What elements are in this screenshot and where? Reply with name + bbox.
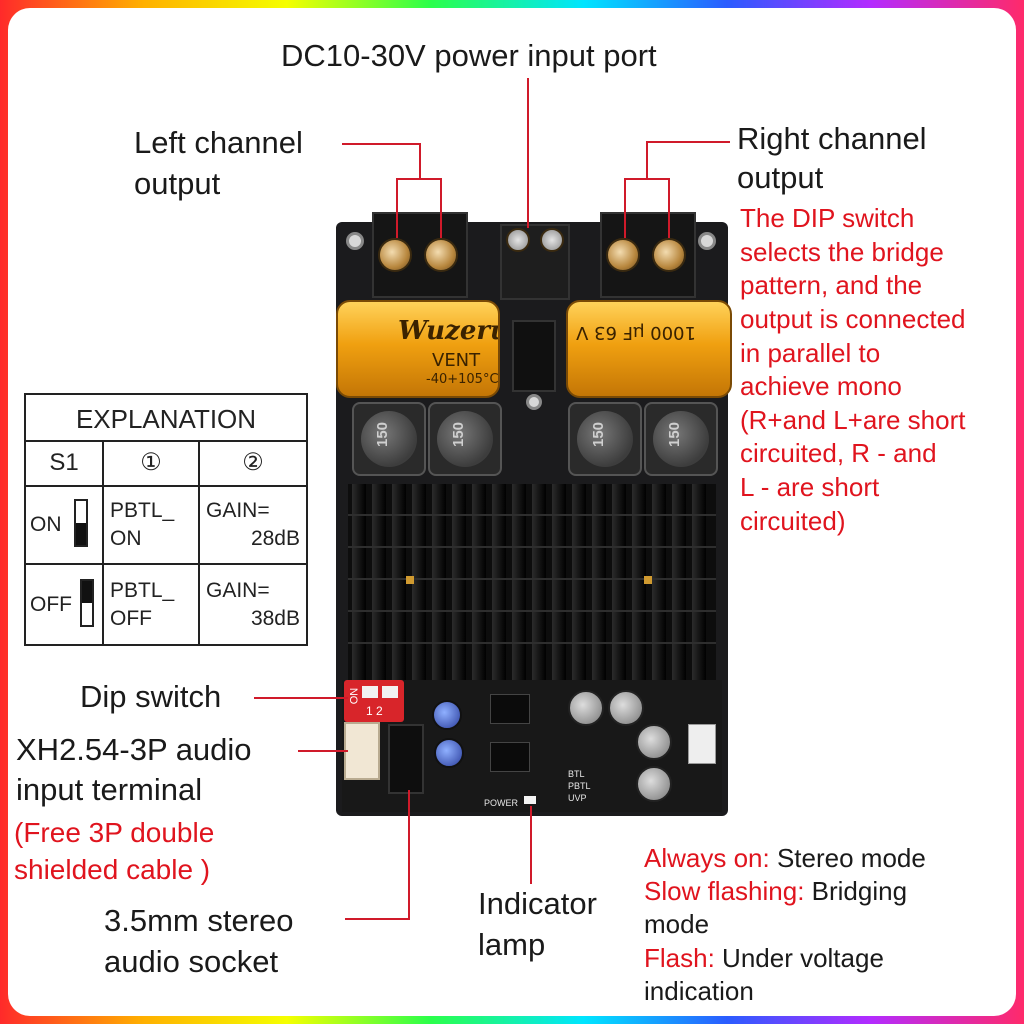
heatsink [348, 484, 716, 680]
screw-icon [652, 238, 686, 272]
power-input-label: DC10-30V power input port [281, 38, 657, 73]
dip-switch[interactable]: ON 1 2 [344, 680, 404, 722]
indicator-led [524, 796, 536, 804]
dip-note-line: (R+and L+are short [740, 405, 966, 435]
dip-note-line: circuited, R - and [740, 438, 937, 468]
mount-hole-icon [346, 232, 364, 250]
cell-pbtl: PBTL_ [110, 499, 175, 522]
capacitor-small [608, 690, 644, 726]
audio-input-label: XH2.54-3P audio [16, 732, 252, 767]
cell-gain: GAIN= [206, 579, 270, 602]
right-output-label: output [737, 160, 824, 195]
stereo-socket-label: 3.5mm stereo [104, 903, 294, 938]
cell-pbtl: PBTL_ [110, 579, 175, 602]
callout-line [668, 178, 670, 238]
capacitor-small [636, 766, 672, 802]
inductor: 150 [568, 402, 642, 476]
cell-gain: 38dB [250, 607, 300, 630]
cap-brand: Wuzeru [398, 316, 500, 346]
dip-switch-label: Dip switch [80, 679, 222, 714]
dip-note-line: selects the bridge [740, 237, 944, 267]
inductor: 150 [352, 402, 426, 476]
callout-line [298, 750, 348, 752]
right-output-label: Right channel [737, 121, 927, 156]
callout-line [419, 143, 421, 179]
free-cable-note: shielded cable ) [14, 854, 211, 885]
callout-line [624, 178, 626, 238]
indicator-label: Indicator [478, 886, 597, 921]
mode-always-on: Always on: Stereo mode [644, 843, 926, 873]
cell-pbtl: OFF [110, 607, 152, 630]
mode-silkscreen: BTL PBTL UVP [568, 769, 591, 803]
ic-chip [490, 742, 530, 772]
explanation-table: EXPLANATION S1 ① ② ON PBTL_ ON GAIN= 28d… [24, 393, 308, 646]
cap-label: VENT [432, 350, 481, 371]
left-output-label: output [134, 166, 221, 201]
free-cable-note: (Free 3P double [14, 817, 215, 848]
mount-hole-icon [698, 232, 716, 250]
indicator-label: lamp [478, 927, 546, 962]
inductor: 150 [644, 402, 718, 476]
mount-hole-icon [526, 394, 542, 410]
state-on: ON [30, 513, 62, 536]
cell-pbtl: ON [110, 527, 142, 550]
inductor: 150 [428, 402, 502, 476]
mode-slow-flashing-cont: mode [644, 909, 710, 939]
screw-icon [378, 238, 412, 272]
audio-jack [388, 724, 424, 794]
capacitor-blue [432, 700, 462, 730]
capacitor-small [568, 690, 604, 726]
left-output-label: Left channel [134, 125, 303, 160]
xh-input-connector [344, 722, 380, 780]
dip-note-line: output is connected [740, 304, 966, 334]
left-capacitor: Wuzeru VENT -40+105°C [336, 300, 500, 398]
screw-icon [540, 228, 564, 252]
callout-line [345, 918, 409, 920]
dip-note-line: The DIP switch [740, 203, 915, 233]
table-header: ② [242, 449, 264, 476]
callout-line [527, 78, 529, 228]
callout-line [530, 806, 532, 884]
right-capacitor: 1000 μF 63 V [566, 300, 732, 398]
state-off: OFF [30, 593, 72, 616]
cap-temp: -40+105°C [426, 372, 499, 387]
audio-input-label: input terminal [16, 772, 203, 807]
capacitor-blue [434, 738, 464, 768]
dip-note-line: pattern, and the [740, 270, 923, 300]
callout-line [254, 697, 348, 699]
center-regulator [512, 320, 556, 392]
mode-slow-flashing: Slow flashing: Bridging [644, 876, 908, 906]
dip-note-line: achieve mono [740, 371, 902, 401]
cap-rating: 1000 μF 63 V [576, 322, 696, 343]
ic-chip [490, 694, 530, 724]
callout-line [408, 790, 410, 920]
callout-line [396, 178, 398, 238]
screw-icon [424, 238, 458, 272]
inductor-small [688, 724, 716, 764]
table-header: ① [140, 449, 162, 476]
callout-line [342, 143, 420, 145]
table-title: EXPLANATION [75, 404, 257, 434]
cell-gain: 28dB [250, 527, 300, 550]
dip-note-line: L - are short [740, 472, 880, 502]
callout-line [646, 141, 648, 179]
dip-note-line: in parallel to [740, 338, 881, 368]
screw-icon [506, 228, 530, 252]
stereo-socket-label: audio socket [104, 944, 279, 979]
cell-gain: GAIN= [206, 499, 270, 522]
callout-line [646, 141, 730, 143]
callout-line [396, 178, 442, 180]
screw-icon [606, 238, 640, 272]
mode-flash: Flash: Under voltage [644, 943, 884, 973]
capacitor-small [636, 724, 672, 760]
callout-line [624, 178, 670, 180]
switch-on-icon [74, 499, 88, 547]
power-silkscreen: POWER [484, 798, 519, 808]
dip-note-line: circuited) [740, 506, 846, 536]
callout-line [440, 178, 442, 238]
table-header: S1 [49, 449, 79, 476]
mode-flash-cont: indication [644, 976, 754, 1006]
switch-off-icon [80, 579, 94, 627]
